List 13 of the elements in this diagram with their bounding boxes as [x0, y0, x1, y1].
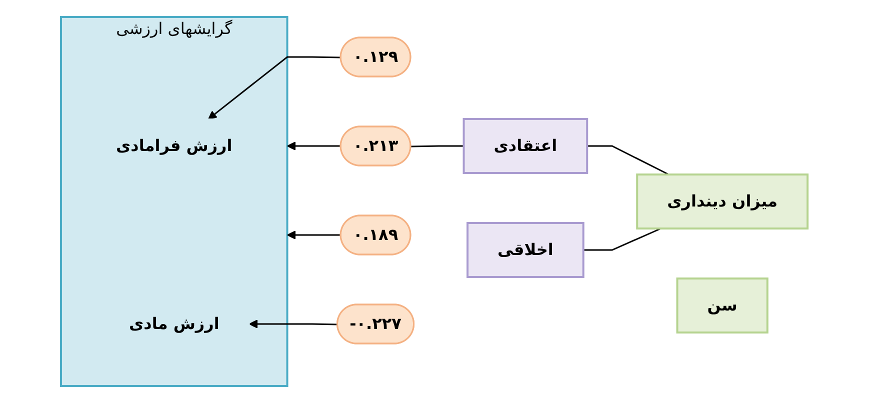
node-text: ارزش مادی: [129, 314, 220, 333]
node-text: ارزش فرامادی: [116, 136, 232, 155]
arrow: [287, 230, 341, 240]
connector: [587, 145, 670, 176]
arrow: [249, 320, 338, 328]
node-box: اعتقادی: [463, 118, 588, 174]
node-box: میزان دینداری: [636, 174, 809, 230]
node-box: اخلاقی: [466, 222, 585, 278]
connector: [411, 145, 464, 148]
node-box: سن: [676, 278, 769, 334]
arrow: [208, 56, 342, 120]
connector: [584, 228, 662, 251]
arrow: [287, 142, 341, 150]
